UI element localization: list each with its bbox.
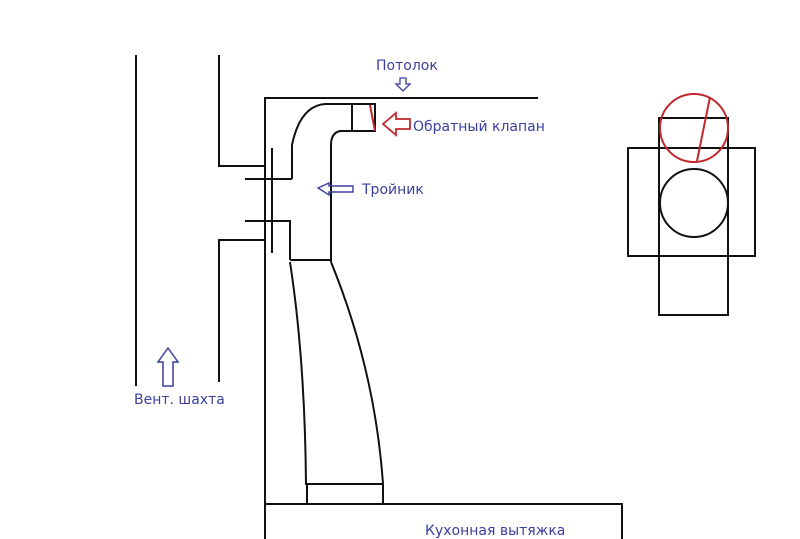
tee-fitting bbox=[245, 103, 376, 262]
front-view-box bbox=[627, 147, 756, 257]
check-valve bbox=[369, 104, 411, 137]
duct-left bbox=[289, 261, 307, 486]
label-kitchen-hood: Кухонная вытяжка bbox=[425, 523, 565, 539]
shaft-right-wall-upper bbox=[218, 55, 265, 167]
front-view-valve-flap bbox=[696, 96, 711, 162]
up-arrow-icon bbox=[156, 346, 180, 387]
front-view-outlet bbox=[659, 168, 729, 238]
flexible-duct bbox=[289, 261, 384, 504]
label-tee: Тройник bbox=[361, 182, 424, 198]
front-view-valve bbox=[659, 93, 729, 163]
valve-flap bbox=[369, 104, 376, 132]
down-arrow-icon bbox=[394, 77, 412, 92]
duct-right bbox=[330, 261, 384, 485]
label-ceiling: Потолок bbox=[376, 58, 438, 74]
label-check-valve: Обратный клапан bbox=[413, 119, 545, 135]
front-view bbox=[627, 93, 756, 316]
ceiling-wall bbox=[264, 77, 538, 539]
left-arrow-icon bbox=[316, 181, 354, 197]
shaft-right-wall-lower bbox=[218, 239, 265, 382]
label-vent-shaft: Вент. шахта bbox=[134, 392, 225, 408]
kitchen-hood bbox=[265, 503, 623, 539]
elbow-pipe bbox=[291, 103, 376, 262]
front-view-pipe bbox=[658, 117, 729, 316]
tee-bottom-branch bbox=[245, 220, 291, 260]
left-arrow-icon-red bbox=[381, 111, 411, 137]
ceiling-line bbox=[264, 97, 538, 539]
vent-shaft bbox=[135, 55, 265, 387]
